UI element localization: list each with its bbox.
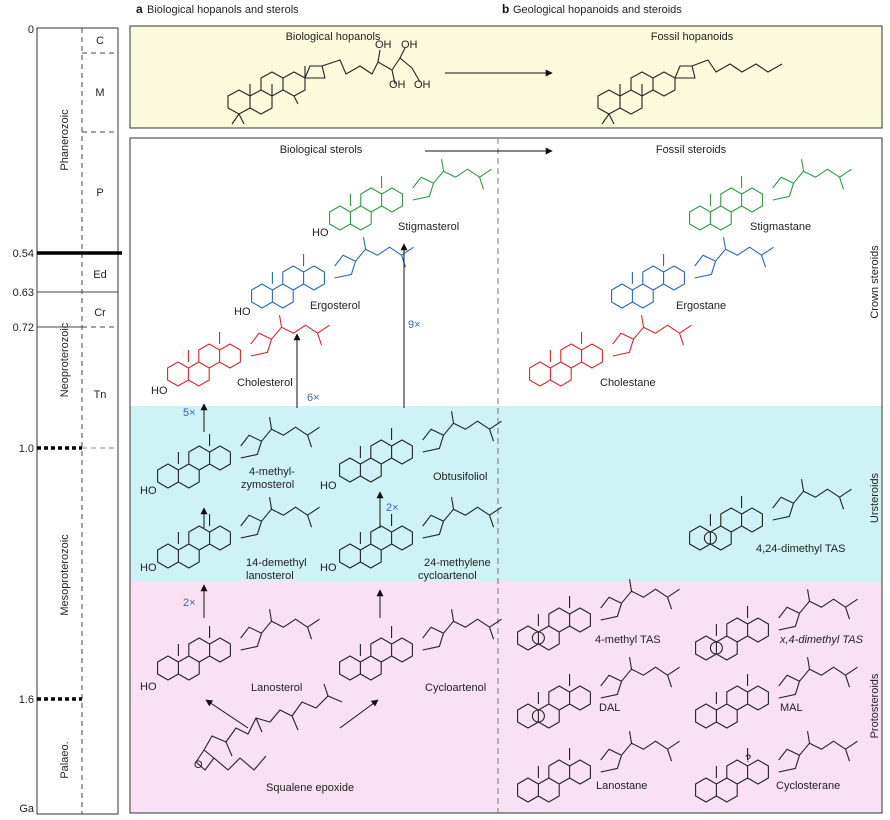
label-cycloartenol-2: cycloartenol bbox=[418, 570, 477, 582]
era-neoproterozoic: Neoproterozoic bbox=[59, 322, 71, 397]
ho-ergosterol: HO bbox=[234, 306, 251, 318]
stigmasterol-structure bbox=[329, 159, 492, 231]
label-x-4-dimethyl-tas: x,4-dimethyl TAS bbox=[779, 634, 864, 646]
tick-0.54: 0.54 bbox=[13, 248, 34, 260]
multiplier-2x-b: 2× bbox=[183, 597, 196, 609]
fossil-steroid-structures bbox=[517, 159, 858, 803]
label-4-methyl: 4-methyl- bbox=[249, 466, 295, 478]
era-mesoproterozoic: Mesoproterozoic bbox=[59, 534, 71, 616]
14-demethyllanosterol-structure bbox=[157, 497, 320, 569]
era-palaeo: Palaeo. bbox=[59, 741, 71, 778]
cholesterol-structure bbox=[167, 315, 330, 387]
4-methylzymosterol-structure bbox=[157, 417, 320, 489]
label-mal: MAL bbox=[780, 702, 803, 714]
squalene-epoxide-structure bbox=[195, 683, 343, 771]
ho-cholesterol: HO bbox=[151, 385, 168, 397]
label-24-methylene: 24-methylene bbox=[424, 557, 491, 569]
ho-obtusifoliol: HO bbox=[320, 480, 337, 492]
tick-1.0: 1.0 bbox=[19, 443, 34, 455]
multiplier-6x: 6× bbox=[307, 392, 320, 404]
label-cycloartenol: Cycloartenol bbox=[425, 682, 486, 694]
panel-a-title: Biological hopanols and sterols bbox=[147, 4, 299, 16]
period-cr: Cr bbox=[94, 307, 106, 319]
cholestane-structure bbox=[529, 315, 692, 387]
multiplier-5x: 5× bbox=[183, 407, 196, 419]
biological-sterol-structures bbox=[157, 159, 502, 681]
hopanol-oh-1: OH bbox=[375, 39, 392, 51]
label-lanosterol: Lanosterol bbox=[251, 682, 302, 694]
label-ergosterol: Ergosterol bbox=[310, 300, 360, 312]
cyclosterane-question-mark: ? bbox=[745, 753, 751, 765]
label-4-methyl-tas: 4-methyl TAS bbox=[595, 634, 661, 646]
label-obtusifoliol: Obtusifoliol bbox=[433, 471, 487, 483]
geologic-timescale: 0 0.54 0.63 0.72 1.0 1.6 Ga Phanerozoic … bbox=[13, 24, 122, 815]
period-ed: Ed bbox=[93, 269, 106, 281]
ho-lanosterol: HO bbox=[140, 681, 157, 693]
epoxide-o: O bbox=[194, 759, 203, 771]
ho-14-demethyllanosterol: HO bbox=[140, 562, 157, 574]
panel-b-title: Geological hopanoids and steroids bbox=[513, 4, 682, 16]
biological-sterols-title: Biological sterols bbox=[280, 144, 363, 156]
label-cholesterol: Cholesterol bbox=[237, 377, 293, 389]
fossil-steroids-title: Fossil steroids bbox=[656, 144, 727, 156]
pathway-arrows bbox=[200, 243, 408, 729]
label-lanosterol-2: lanosterol bbox=[246, 570, 294, 582]
multiplier-9x: 9× bbox=[408, 319, 421, 331]
side-label-crown: Crown steroids bbox=[869, 245, 881, 319]
dal-structure bbox=[517, 657, 680, 729]
label-ergostane: Ergostane bbox=[676, 300, 726, 312]
4-methyl-tas-structure bbox=[517, 579, 680, 651]
hopanol-structure bbox=[227, 47, 421, 125]
multiplier-2x-a: 2× bbox=[386, 502, 399, 514]
24-methylenecycloartenol-structure bbox=[339, 497, 502, 569]
tick-1.6: 1.6 bbox=[19, 694, 34, 706]
side-label-proto: Protosteroids bbox=[869, 673, 881, 738]
x-4-dimethyl-tas-structure bbox=[695, 589, 858, 661]
hopanoid-section: Biological hopanols Fossil hopanoids OH … bbox=[129, 25, 883, 129]
label-stigmasterol: Stigmasterol bbox=[398, 221, 459, 233]
hopanol-oh-4: OH bbox=[414, 79, 431, 91]
ergosterol-structure bbox=[251, 237, 414, 309]
hopanol-oh-3: OH bbox=[389, 79, 406, 91]
label-zymosterol: zymosterol bbox=[241, 479, 294, 491]
fossil-hopanoids-title: Fossil hopanoids bbox=[651, 31, 734, 43]
sterol-section: Biological sterols Fossil steroids Crown… bbox=[129, 137, 883, 814]
hopanol-oh-2: OH bbox=[401, 39, 418, 51]
label-cyclosterane: Cyclosterane bbox=[776, 780, 840, 792]
fossil-hopane-structure bbox=[597, 59, 783, 125]
ho-4-methylzymosterol: HO bbox=[140, 485, 157, 497]
ergostane-structure bbox=[611, 237, 774, 309]
period-m: M bbox=[95, 87, 104, 99]
cyclosterane-structure bbox=[695, 731, 858, 803]
mal-structure bbox=[695, 657, 858, 729]
label-stigmastane: Stigmastane bbox=[750, 221, 811, 233]
label-lanostane: Lanostane bbox=[596, 780, 647, 792]
label-4-24-dimethyl-tas: 4,24-dimethyl TAS bbox=[756, 543, 845, 555]
obtusifoliol-structure bbox=[339, 411, 502, 483]
tick-0.63: 0.63 bbox=[13, 287, 34, 299]
tick-0.72: 0.72 bbox=[13, 322, 34, 334]
panel-a-letter: a bbox=[136, 2, 143, 16]
label-14-demethyl: 14-demethyl bbox=[246, 557, 307, 569]
ho-24-methylenecycloartenol: HO bbox=[320, 562, 337, 574]
biological-hopanols-title: Biological hopanols bbox=[286, 31, 381, 43]
era-phanerozoic: Phanerozoic bbox=[59, 109, 71, 171]
4-24-dimethyl-tas-structure bbox=[689, 479, 852, 551]
cycloartenol-structure bbox=[339, 609, 502, 681]
label-cholestane: Cholestane bbox=[600, 377, 656, 389]
panel-b-letter: b bbox=[502, 2, 509, 16]
stigmastane-structure bbox=[689, 159, 852, 231]
side-label-ur: Ursteroids bbox=[869, 472, 881, 523]
lanosterol-structure bbox=[157, 609, 320, 681]
label-dal: DAL bbox=[599, 702, 620, 714]
ho-stigmasterol: HO bbox=[312, 227, 329, 239]
label-squalene-epoxide: Squalene epoxide bbox=[266, 782, 354, 794]
lanostane-structure bbox=[517, 731, 680, 803]
period-tn: Tn bbox=[94, 389, 107, 401]
period-p: P bbox=[96, 187, 103, 199]
tick-0: 0 bbox=[28, 24, 34, 36]
period-c: C bbox=[96, 35, 104, 47]
tick-ga: Ga bbox=[19, 803, 35, 815]
